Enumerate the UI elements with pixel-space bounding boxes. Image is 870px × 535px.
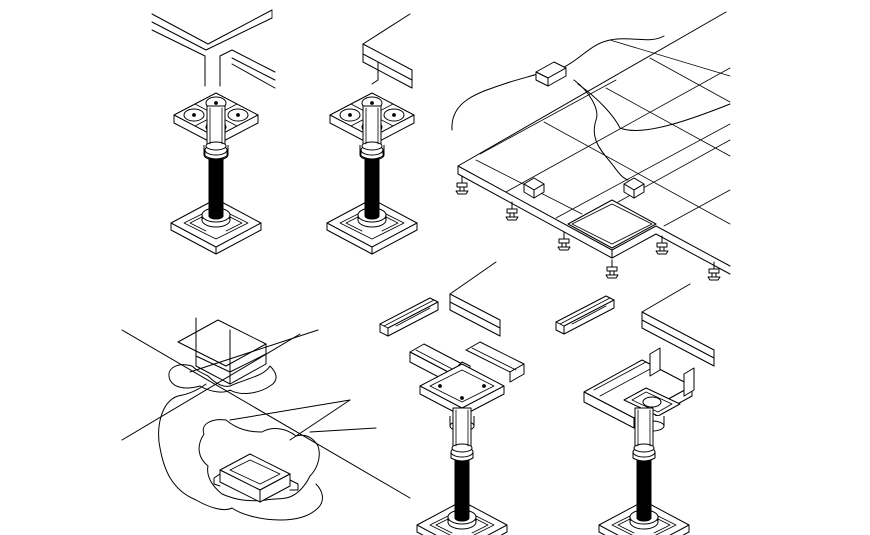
figure-pedestal-with-stringer-bracket [555,283,715,535]
figure-pedestal-with-stringer-channel [151,9,276,255]
figure-pedestal-with-snap-stringers [379,261,525,535]
figure-raised-floor-panel-grid [451,11,731,281]
figure-embedded-junction-box-in-slab [121,317,411,521]
figure-pedestal-with-panel-corner [326,13,418,255]
